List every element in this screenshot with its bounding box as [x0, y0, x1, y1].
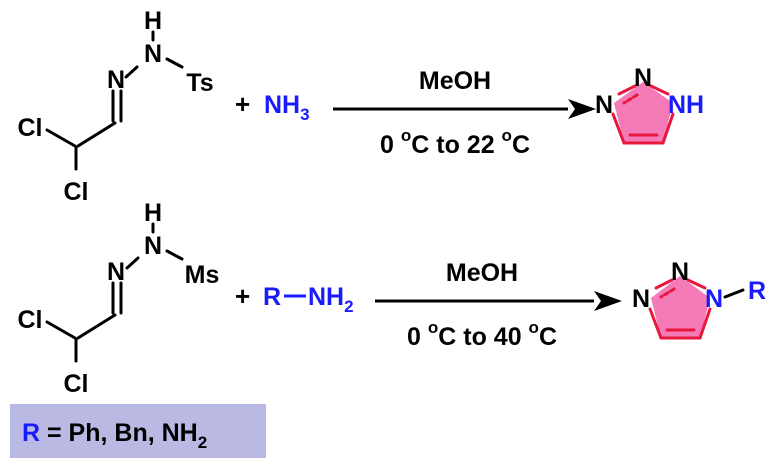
reagent-2-amine: NH2: [308, 283, 354, 316]
temp-1-a: 0: [380, 131, 401, 159]
atom2-h: H: [144, 199, 162, 227]
reagent-1-main: NH: [264, 91, 300, 119]
condition-1-temperature: 0 oC to 22 oC: [380, 126, 530, 159]
ring-1-bond-n-n1: [617, 84, 637, 96]
bond2-c-cl1: [45, 320, 77, 340]
temp-2-b-degree: o: [529, 318, 539, 337]
product-2-bond-n-r: [723, 288, 745, 299]
bonds-1: [45, 30, 184, 171]
reagent-1: NH3: [264, 91, 310, 124]
atom2-cl-1: Cl: [18, 306, 43, 334]
atom-n-left: N: [107, 66, 125, 94]
reagent-2-sub: 2: [344, 297, 353, 316]
temp-1-b: C to 22: [411, 131, 501, 159]
triazole-2-fill: [651, 276, 710, 338]
product-2-triazole: N N N R: [632, 258, 766, 340]
bond2-n-ms: [165, 249, 184, 261]
temp-2-a: 0: [407, 323, 428, 351]
bond2-c-c: [76, 313, 117, 340]
ring-2-bond-c-n: [698, 307, 712, 340]
ring-2-bond-n1-c: [648, 307, 663, 340]
atom2-ms: Ms: [185, 261, 220, 289]
bond-n-n: [124, 65, 139, 79]
ring-1-bond-nh-n: [649, 84, 670, 96]
reaction-arrow-2: [375, 291, 622, 311]
ring-2-bond-n-n1-dashed: [659, 287, 676, 299]
temp-1-a-degree: o: [401, 126, 411, 145]
temp-1-b-degree: o: [502, 126, 512, 145]
atom2-n-left: N: [107, 258, 125, 286]
reaction-2: H N N Ms Cl Cl + R NH2 MeOH 0 oC to 40 o…: [18, 199, 767, 398]
bond-c-c: [76, 121, 117, 148]
bond-c-cl1: [45, 128, 77, 148]
triazole-2-bonds: [648, 278, 712, 340]
product-2-atom-n-right: N: [705, 285, 723, 313]
ring-1-bond-n-n1-dashed: [622, 93, 639, 105]
atom-ts: Ts: [186, 69, 213, 97]
condition-2-solvent: MeOH: [446, 259, 518, 287]
reagent-1-sub: 3: [300, 105, 309, 124]
ring-2-bond-n-n1: [654, 278, 674, 290]
product-1-atom-n-left: N: [595, 91, 613, 119]
triazole-1-bonds: [611, 84, 675, 145]
plus-sign-2: +: [235, 281, 250, 311]
legend-r: R: [22, 419, 40, 447]
ring-2-bond-n-n: [686, 278, 707, 290]
arrow-2-head: [594, 291, 622, 311]
legend-box: [10, 404, 266, 458]
temp-1-c: C: [512, 131, 530, 159]
product-2-atom-n-left: N: [632, 285, 650, 313]
product-2-atom-n-top: N: [671, 258, 689, 286]
starting-material-2: H N N Ms Cl Cl: [18, 199, 220, 398]
temp-2-a-degree: o: [428, 318, 438, 337]
product-1-triazole: N N NH: [595, 64, 704, 145]
reagent-2-r: R: [263, 283, 281, 311]
product-1-atom-n-top: N: [634, 64, 652, 92]
product-1-atom-nh: NH: [668, 91, 704, 119]
arrow-1-head: [568, 99, 596, 119]
plus-sign-1: +: [235, 89, 250, 119]
substituent-legend: R = Ph, Bn, NH2: [10, 404, 266, 458]
bond2-n-n: [125, 256, 140, 270]
atom-cl-2: Cl: [64, 178, 89, 206]
reaction-1: H N N Ts Cl Cl + NH3 MeOH 0 oC to 22 oC: [18, 7, 705, 206]
atom2-cl-2: Cl: [64, 370, 89, 398]
condition-2-temperature: 0 oC to 40 oC: [407, 318, 557, 351]
product-2-atom-r: R: [748, 277, 766, 305]
atom2-n-top: N: [144, 232, 162, 260]
starting-material-1: H N N Ts Cl Cl: [18, 7, 214, 206]
ring-1-bond-c-nh: [661, 112, 675, 145]
legend-values: = Ph, Bn, NH: [40, 419, 198, 447]
atom-n-top: N: [144, 40, 162, 68]
temp-2-c: C: [539, 323, 557, 351]
condition-1-solvent: MeOH: [419, 67, 491, 95]
triazole-1-fill: [614, 82, 673, 143]
atom-h: H: [144, 7, 162, 35]
temp-2-b: C to 40: [438, 323, 528, 351]
atom-cl-1: Cl: [18, 114, 43, 142]
reagent-2-nh: NH: [308, 283, 344, 311]
bond-n-ts: [165, 57, 184, 69]
ring-1-bond-n1-c: [611, 112, 626, 145]
legend-text: R = Ph, Bn, NH2: [22, 419, 207, 452]
legend-sub: 2: [198, 433, 207, 452]
bonds-2: [45, 222, 184, 363]
reaction-arrow-1: [333, 99, 596, 119]
reagent-2: R NH2: [263, 283, 354, 316]
